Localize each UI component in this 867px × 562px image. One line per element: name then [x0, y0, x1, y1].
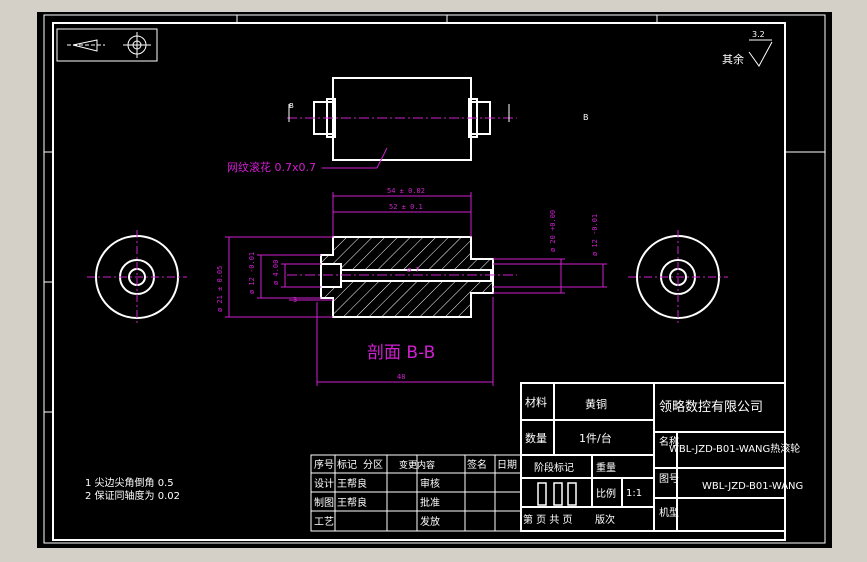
material-label: 材料: [525, 395, 547, 409]
section-cut-markers: [288, 104, 510, 122]
rev-row-person: 王帮良: [337, 496, 367, 509]
rev-row-role2: 批准: [420, 496, 440, 509]
rev-row-role2: 审核: [420, 477, 440, 490]
rev-row-role2: 发放: [420, 515, 440, 528]
top-view: [313, 77, 491, 161]
section-marker-right: B: [583, 113, 589, 122]
rev-row-role: 工艺: [314, 516, 334, 528]
cad-drawing: 3.2 其余 B B 网纹滚花 0.7x0.7: [43, 14, 826, 544]
scale-label: 比例: [596, 487, 616, 500]
rev-row-person: 王帮良: [337, 477, 367, 490]
rev-header-mark: 标记: [337, 459, 357, 471]
dim-54: 54 ± 0.02: [387, 187, 425, 195]
section-marker-left: B: [289, 102, 294, 110]
scale-value: 1:1: [626, 488, 642, 499]
dimension-lines: [225, 192, 607, 386]
material-value: 黄铜: [585, 397, 607, 411]
name-value: WBL-JZD-B01-WANG热滚轮: [669, 442, 800, 455]
dim-dia-12-left: ø 12 -0.01: [248, 252, 256, 294]
dim-dia-21: ø 21 ± 0.05: [216, 266, 224, 312]
rev-header-sign: 签名: [467, 458, 487, 471]
rev-row-role: 设计: [314, 477, 334, 490]
rev-header-zone: 分区: [363, 459, 383, 471]
quantity-value: 1件/台: [579, 431, 612, 445]
drawing-no-value: WBL-JZD-B01-WANG: [702, 481, 803, 492]
name-label: 名称: [659, 435, 679, 448]
roughness-label: 其余: [722, 52, 744, 66]
dim-7: ø 7: [407, 266, 420, 274]
zone-ticks: [44, 15, 825, 413]
rev-row-role: 制图: [314, 496, 334, 509]
stage-label: 阶段标记: [534, 461, 574, 474]
company-name: 领略数控有限公司: [659, 399, 763, 415]
version-label: 版次: [595, 513, 615, 526]
dim-dia-4: ø 4.00: [272, 260, 280, 285]
sheet-label: 第 页 共 页: [523, 513, 573, 526]
dim-3: 3: [293, 296, 297, 304]
dim-52: 52 ± 0.1: [389, 203, 423, 211]
weight-label: 重量: [596, 461, 616, 474]
section-view: [320, 236, 494, 318]
title-block: [520, 382, 786, 532]
drawing-sheet: 3.2 其余 B B 网纹滚花 0.7x0.7: [37, 12, 832, 548]
quantity-label: 数量: [525, 432, 547, 445]
dim-dia-12-right: ø 12 -0.01: [591, 214, 599, 256]
section-title: 剖面 B-B: [367, 343, 435, 363]
machine-label: 机型: [659, 506, 679, 519]
knurl-note: 网纹滚花 0.7x0.7: [227, 160, 316, 174]
rev-header-seq: 序号: [314, 458, 334, 471]
note-1: 1 尖边尖角倒角 0.5: [85, 476, 174, 489]
outer-frame: [43, 14, 826, 544]
first-angle-projection-icon: [56, 28, 158, 62]
surface-roughness-icon: [748, 39, 773, 67]
rev-header-content: 变更内容: [399, 459, 435, 471]
roughness-value: 3.2: [752, 30, 765, 39]
rev-header-date: 日期: [497, 459, 517, 471]
dim-48: 48: [397, 373, 405, 381]
drawing-no-label: 图号: [659, 473, 679, 485]
dim-dia-20: ø 20 +0.00: [549, 210, 557, 252]
note-2: 2 保证同轴度为 0.02: [85, 489, 180, 502]
